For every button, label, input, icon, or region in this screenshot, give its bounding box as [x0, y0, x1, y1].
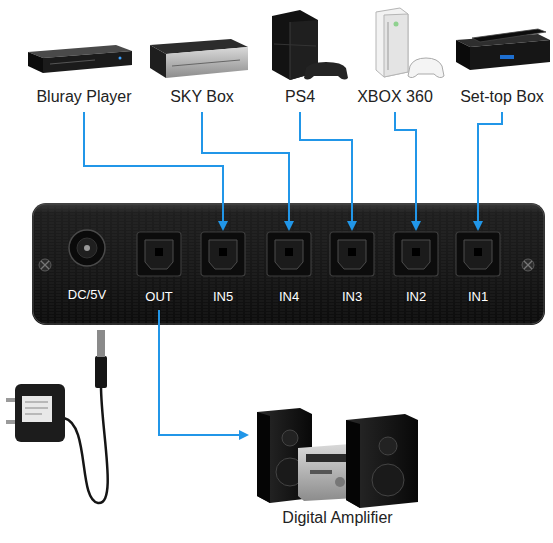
- connector-line: [202, 112, 289, 223]
- connector-arrow: [84, 112, 228, 231]
- amplifier-icon: [257, 408, 418, 508]
- device-node: XBOX 360: [355, 86, 435, 110]
- connector-line: [300, 112, 352, 223]
- amplifier-label: Digital Amplifier: [250, 509, 425, 527]
- arrow-head: [473, 221, 483, 231]
- arrow-head: [284, 221, 294, 231]
- device-label: Set-top Box: [458, 88, 546, 106]
- port-label: IN5: [201, 289, 245, 304]
- ps4-icon: [272, 10, 348, 80]
- amplifier-node: Digital Amplifier: [250, 405, 425, 531]
- optical-port-node: OUT: [137, 232, 181, 308]
- screw: [39, 259, 51, 271]
- optical-port-node: IN5: [201, 232, 245, 308]
- optical-port: [137, 232, 181, 276]
- connector-line: [478, 112, 502, 223]
- device-node: Set-top Box: [458, 86, 546, 110]
- optical-port-node: IN1: [456, 232, 500, 308]
- device-label: XBOX 360: [355, 88, 435, 106]
- power-adapter: [6, 330, 108, 503]
- connector-arrow: [159, 310, 249, 440]
- bluray-player-icon: [28, 45, 132, 73]
- sky-box-icon: [150, 39, 248, 78]
- optical-port: [330, 232, 374, 276]
- connector-arrow: [202, 112, 294, 231]
- switch-housing: [32, 203, 545, 325]
- optical-port: [267, 232, 311, 276]
- arrow-head: [411, 221, 421, 231]
- port-label: IN3: [330, 289, 374, 304]
- port-label: IN4: [267, 289, 311, 304]
- optical-port-node: IN4: [267, 232, 311, 308]
- arrow-head: [218, 221, 228, 231]
- connector-arrow: [473, 112, 502, 231]
- arrow-head: [239, 430, 249, 440]
- connector-line: [159, 310, 241, 435]
- connector-arrow: [395, 112, 421, 231]
- device-label: Bluray Player: [34, 88, 134, 106]
- connector-line: [395, 112, 416, 223]
- xbox-360-icon: [376, 8, 444, 78]
- optical-port: [201, 232, 245, 276]
- optical-port-node: IN2: [394, 232, 438, 308]
- set-top-box-icon: [456, 29, 550, 70]
- arrow-head: [347, 221, 357, 231]
- dc-jack: [69, 230, 105, 266]
- screw: [522, 259, 534, 271]
- port-label: IN1: [456, 289, 500, 304]
- port-label: OUT: [137, 289, 181, 304]
- port-label: IN2: [394, 289, 438, 304]
- connector-arrow: [300, 112, 357, 231]
- switch-box: DC/5V OUT IN5 IN4 IN3 IN2 IN1: [32, 203, 545, 325]
- device-label: SKY Box: [168, 88, 236, 106]
- device-node: SKY Box: [168, 86, 236, 110]
- device-node: Bluray Player: [34, 86, 134, 110]
- device-node: PS4: [283, 86, 318, 110]
- optical-port: [394, 232, 438, 276]
- power-label: DC/5V: [47, 287, 127, 302]
- optical-port: [456, 232, 500, 276]
- device-label: PS4: [283, 88, 318, 106]
- optical-port-node: IN3: [330, 232, 374, 308]
